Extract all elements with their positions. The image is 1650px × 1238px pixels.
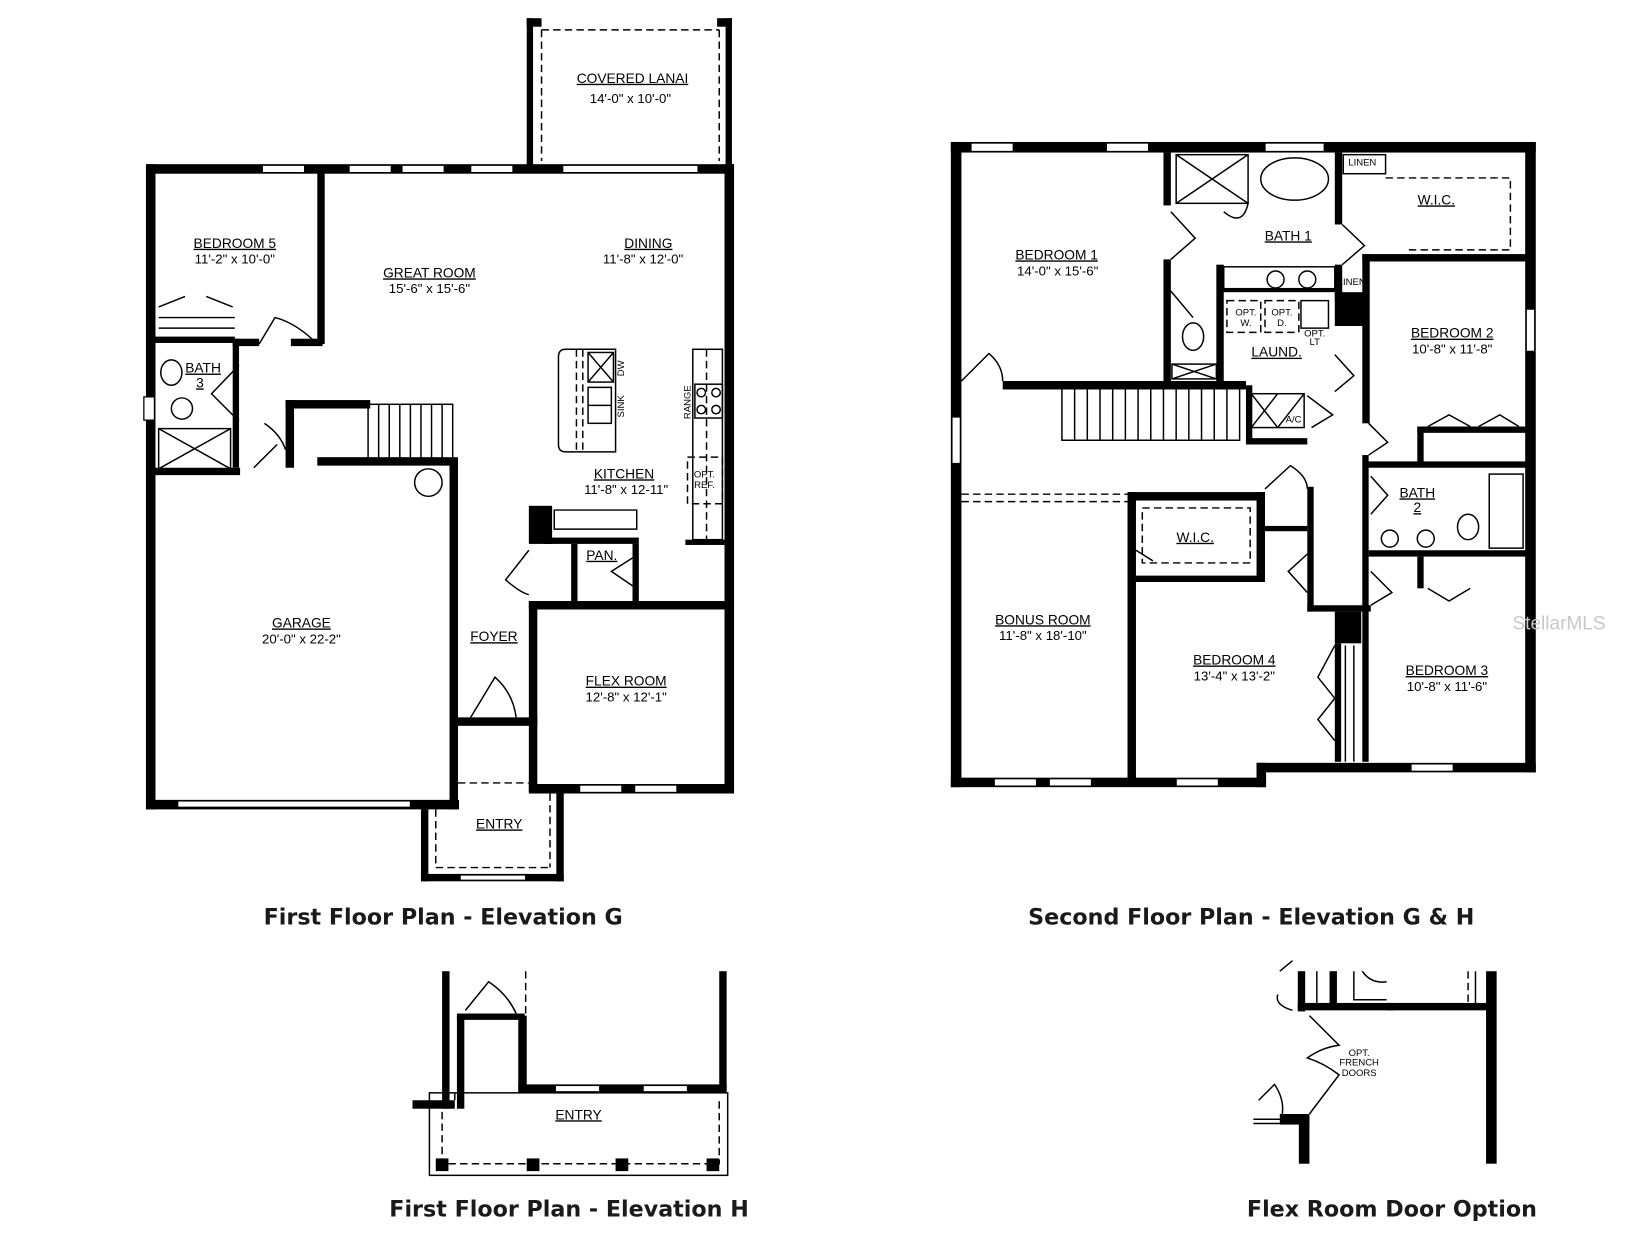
sink-icon bbox=[1266, 270, 1285, 289]
bath-3-label: BATH bbox=[185, 361, 221, 376]
laundry-label: LAUND. bbox=[1251, 345, 1301, 360]
covered-lanai bbox=[526, 18, 732, 168]
wic-label: W.I.C. bbox=[1418, 192, 1455, 207]
bath-3-number: 3 bbox=[196, 375, 204, 390]
room-dims: 14'-0" x 10'-0" bbox=[590, 91, 672, 106]
room-name: GARAGE bbox=[272, 615, 331, 630]
room-dims: 10'-8" x 11'-8" bbox=[1412, 342, 1493, 357]
room-dims: 13'-4" x 13'-2" bbox=[1194, 668, 1276, 683]
room-name: BEDROOM 5 bbox=[194, 236, 277, 251]
room-name: GREAT ROOM bbox=[383, 265, 476, 280]
toilet-icon bbox=[1181, 322, 1205, 352]
room-name: KITCHEN bbox=[594, 466, 654, 481]
room-name: BEDROOM 1 bbox=[1015, 247, 1098, 262]
room-dims: 14'-0" x 15'-6" bbox=[1017, 263, 1099, 278]
dryer-label: D. bbox=[1277, 318, 1287, 329]
flex-option-caption: Flex Room Door Option bbox=[1247, 1197, 1537, 1223]
opt-laundry-tub-label: OPT. bbox=[1304, 329, 1325, 340]
bathtub-icon bbox=[1260, 157, 1330, 201]
first-floor-stairs bbox=[367, 403, 454, 498]
opt-label: OPT. bbox=[1349, 1048, 1370, 1059]
washer-label: W. bbox=[1240, 318, 1251, 329]
entry-label: ENTRY bbox=[476, 816, 522, 831]
second-floor-labels: BEDROOM 1 14'-0" x 15'-6" BEDROOM 2 10'-… bbox=[995, 157, 1493, 694]
opt-washer-label: OPT. bbox=[1235, 307, 1256, 318]
range-icon bbox=[694, 383, 724, 419]
room-dims: 10'-8" x 11'-6" bbox=[1407, 679, 1488, 694]
second-floor-windows bbox=[951, 142, 1536, 787]
room-name: FLEX ROOM bbox=[586, 674, 667, 689]
room-name: COVERED LANAI bbox=[577, 71, 689, 86]
second-floor-plan: BEDROOM 1 14'-0" x 15'-6" BEDROOM 2 10'-… bbox=[950, 141, 1606, 931]
first-floor-labels: COVERED LANAI 14'-0" x 10'-0" BEDROOM 5 … bbox=[185, 71, 715, 832]
elevation-h-caption: First Floor Plan - Elevation H bbox=[389, 1197, 749, 1223]
second-floor-walls bbox=[950, 141, 1536, 788]
range-label: RANGE bbox=[683, 385, 694, 419]
entry-porch bbox=[420, 782, 564, 882]
linen-label: LINEN bbox=[1348, 157, 1376, 168]
flex-room-door-option: OPT. FRENCH DOORS Flex Room Door Option bbox=[1247, 960, 1537, 1223]
first-floor-caption: First Floor Plan - Elevation G bbox=[264, 905, 623, 931]
first-floor-doors bbox=[210, 316, 636, 718]
opt-dryer-label: OPT. bbox=[1271, 307, 1292, 318]
first-floor-windows bbox=[143, 164, 699, 808]
room-name: BEDROOM 2 bbox=[1411, 326, 1494, 341]
linen-label: LINEN bbox=[1338, 277, 1366, 288]
wic-2-label: W.I.C. bbox=[1176, 530, 1213, 545]
room-dims: 11'-8" x 12'-0" bbox=[603, 252, 684, 267]
dw-label: DW bbox=[616, 360, 627, 376]
room-name: BEDROOM 3 bbox=[1406, 663, 1489, 678]
pantry-label: PAN. bbox=[586, 548, 617, 563]
room-dims: 11'-8" x 18'-10" bbox=[999, 628, 1087, 643]
bath-1-label: BATH 1 bbox=[1265, 228, 1312, 243]
sink-icon bbox=[1298, 270, 1317, 289]
laundry-tub-label: LT bbox=[1310, 337, 1321, 348]
foyer-label: FOYER bbox=[470, 629, 517, 644]
dishwasher-icon bbox=[587, 351, 615, 383]
french-label: FRENCH bbox=[1339, 1057, 1379, 1068]
bath-2-label: BATH bbox=[1399, 485, 1435, 500]
room-dims: 11'-8" x 12-11" bbox=[584, 482, 668, 497]
room-dims: 20'-0" x 22-2" bbox=[262, 631, 341, 646]
second-floor-fixtures bbox=[961, 153, 1524, 762]
room-name: DINING bbox=[624, 236, 672, 251]
bath-2-number: 2 bbox=[1413, 500, 1421, 515]
room-name: BEDROOM 4 bbox=[1193, 652, 1276, 667]
ref-label: REF. bbox=[694, 480, 715, 491]
second-floor-doors bbox=[960, 203, 1520, 742]
ac-label: A/C bbox=[1286, 414, 1302, 425]
room-dims: 11'-2" x 10'-0" bbox=[195, 252, 276, 267]
room-dims: 12'-8" x 12'-1" bbox=[585, 690, 667, 705]
entry-label: ENTRY bbox=[555, 1107, 601, 1122]
bath-3-fixtures bbox=[157, 295, 235, 470]
doors-label: DOORS bbox=[1342, 1068, 1377, 1079]
room-name: BONUS ROOM bbox=[995, 612, 1091, 627]
elevation-h-plan: ENTRY First Floor Plan - Elevation H bbox=[389, 971, 749, 1223]
first-floor-plan: COVERED LANAI 14'-0" x 10'-0" BEDROOM 5 … bbox=[143, 18, 735, 931]
room-dims: 15'-6" x 15'-6" bbox=[389, 281, 471, 296]
opt-label: OPT. bbox=[694, 469, 715, 480]
sink-label: SINK bbox=[616, 395, 627, 418]
second-floor-caption: Second Floor Plan - Elevation G & H bbox=[1028, 905, 1474, 931]
kitchen-fixtures bbox=[553, 348, 724, 541]
watermark: StellarMLS bbox=[1513, 614, 1606, 635]
